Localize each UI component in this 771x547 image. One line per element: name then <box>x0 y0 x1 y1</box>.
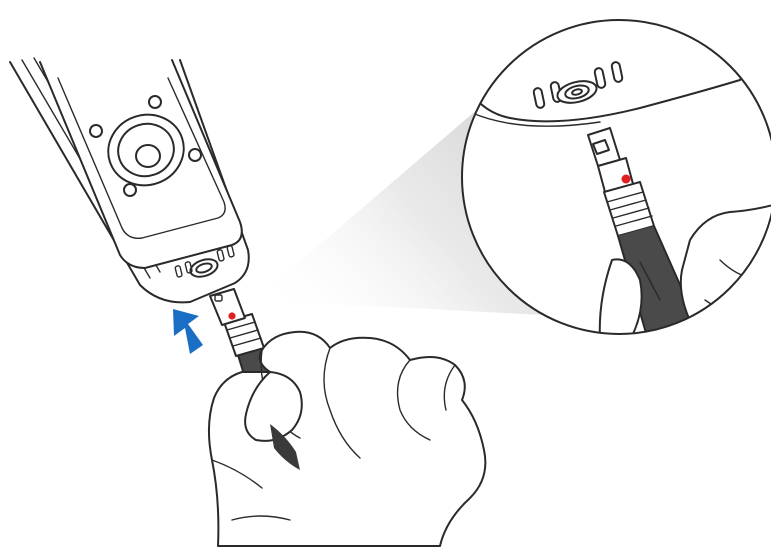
screw-hole-icon <box>189 149 201 161</box>
arrow-up-right-icon <box>173 309 203 354</box>
screw-hole-icon <box>149 96 161 108</box>
screw-hole-icon <box>124 184 136 196</box>
screw-hole-icon <box>90 125 102 137</box>
device-body <box>10 58 249 302</box>
red-dot-icon <box>622 175 631 184</box>
red-dot-icon <box>228 312 235 319</box>
